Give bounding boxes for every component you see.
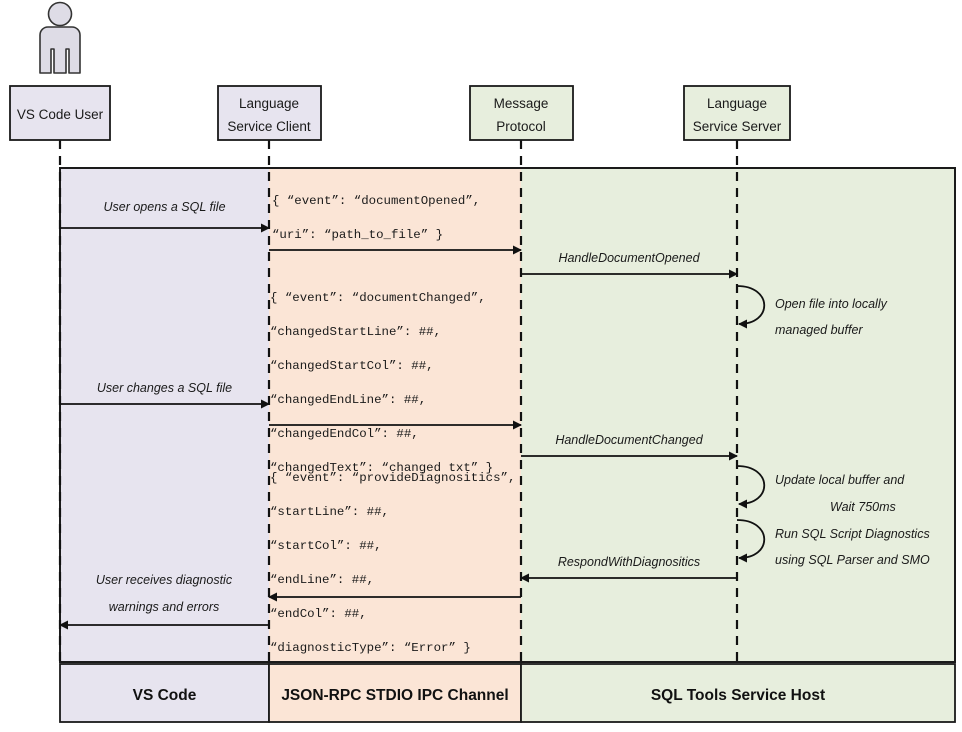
- json-document-opened-line-1: { “event”: “documentOpened”,: [272, 194, 480, 208]
- user-receives-diagnostics-label-line-1: User receives diagnostic: [96, 573, 233, 587]
- self-call-run-diagnostics-label-2: using SQL Parser and SMO: [775, 553, 930, 567]
- footer-ipc: JSON-RPC STDIO IPC Channel: [268, 663, 522, 723]
- self-call-update-buffer-label-2: Wait 750ms: [830, 500, 896, 514]
- message-user-changes-sql-file: User changes a SQL file: [60, 381, 270, 409]
- message-respond-with-diagnostics: RespondWithDiagnositics: [520, 555, 737, 583]
- json-document-opened-line-2: “uri”: “path_to_file” }: [272, 228, 443, 242]
- json-document-changed-line-6: “changedText”: “changed txt” }: [270, 461, 493, 475]
- lane-bands: [59, 167, 956, 663]
- participant-vscode-user[interactable]: VS Code User: [9, 85, 111, 141]
- footer-ipc-cell: [268, 663, 522, 723]
- json-document-changed-line-5: “changedEndCol”: ##,: [270, 427, 419, 441]
- json-provide-diagnostics-line-5: “endCol”: ##,: [270, 607, 367, 621]
- participant-label-language-server-1: Language: [707, 96, 767, 111]
- json-document-changed: { “event”: “documentChanged”, “changedSt…: [270, 291, 493, 475]
- json-provide-diagnostics-line-4: “endLine”: ##,: [270, 573, 374, 587]
- footer-host-label: SQL Tools Service Host: [651, 687, 825, 704]
- footer-vscode-label: VS Code: [133, 687, 197, 704]
- participant-label-message-protocol-1: Message: [494, 96, 549, 111]
- json-document-changed-line-4: “changedEndLine”: ##,: [270, 393, 426, 407]
- json-payload-blocks: { “event”: “documentOpened”, “uri”: “pat…: [270, 194, 515, 655]
- message-handle-document-opened: HandleDocumentOpened: [521, 251, 738, 279]
- message-label-user-opens-sql-file: User opens a SQL file: [103, 200, 225, 214]
- json-provide-diagnostics-line-1: { “event”: “provideDiagnositics”,: [270, 471, 515, 485]
- self-call-update-buffer-loop: [736, 465, 766, 509]
- footer-ipc-label: JSON-RPC STDIO IPC Channel: [281, 687, 508, 704]
- self-call-run-diagnostics-loop: [736, 519, 766, 563]
- actor-figure: [39, 1, 81, 74]
- footer-vscode: VS Code: [59, 663, 270, 723]
- footer-vscode-cell: [59, 663, 270, 723]
- participant-label-message-protocol-2: Protocol: [496, 119, 546, 134]
- message-label-handle-document-opened: HandleDocumentOpened: [558, 251, 700, 265]
- json-provide-diagnostics-line-3: “startCol”: ##,: [270, 539, 382, 553]
- message-user-opens-sql-file: User opens a SQL file: [60, 200, 270, 233]
- participant-label-language-client-2: Service Client: [227, 119, 311, 134]
- message-label-respond-with-diagnostics: RespondWithDiagnositics: [558, 555, 700, 569]
- participant-box-language-client[interactable]: [217, 85, 322, 141]
- self-call-run-diagnostics: Run SQL Script Diagnostics using SQL Pars…: [736, 519, 930, 567]
- json-document-changed-line-1: { “event”: “documentChanged”,: [270, 291, 486, 305]
- json-provide-diagnostics-line-6: “diagnosticType”: “Error” }: [270, 641, 471, 655]
- self-calls: Open file into locally managed bufferUpda…: [736, 285, 930, 567]
- footer-host-cell: [520, 663, 956, 723]
- participant-label-language-client-1: Language: [239, 96, 299, 111]
- footer-host: SQL Tools Service Host: [520, 663, 956, 723]
- message-label-handle-document-changed: HandleDocumentChanged: [555, 433, 703, 447]
- self-call-run-diagnostics-label-1: Run SQL Script Diagnostics: [775, 527, 930, 541]
- self-call-open-file-label-2: managed buffer: [775, 323, 863, 337]
- message-label-user-changes-sql-file: User changes a SQL file: [97, 381, 232, 395]
- participant-label-vscode-user: VS Code User: [17, 107, 104, 122]
- json-document-changed-line-3: “changedStartCol”: ##,: [270, 359, 434, 373]
- messages: User opens a SQL fileHandleDocumentOpene…: [59, 200, 738, 630]
- band-ipc: [269, 168, 521, 662]
- json-provide-diagnostics: { “event”: “provideDiagnositics”, “start…: [270, 471, 515, 655]
- participant-box-message-protocol[interactable]: [469, 85, 574, 141]
- message-handle-document-changed: HandleDocumentChanged: [521, 433, 738, 461]
- json-provide-diagnostics-line-2: “startLine”: ##,: [270, 505, 389, 519]
- self-call-open-file-label-1: Open file into locally: [775, 297, 888, 311]
- participant-box-language-server[interactable]: [683, 85, 791, 141]
- footer-bar: VS Code JSON-RPC STDIO IPC Channel SQL Too…: [59, 663, 956, 723]
- self-call-update-buffer-label-1: Update local buffer and: [775, 473, 905, 487]
- participant-box-vscode-user[interactable]: [9, 85, 111, 141]
- participant-label-language-server-2: Service Server: [693, 119, 782, 134]
- json-document-changed-line-2: “changedStartLine”: ##,: [270, 325, 441, 339]
- self-call-open-file-loop: [736, 285, 766, 329]
- json-document-opened: { “event”: “documentOpened”, “uri”: “pat…: [272, 194, 480, 242]
- self-call-open-file: Open file into locally managed buffer: [736, 285, 888, 337]
- user-receives-diagnostics-label-line-2: warnings and errors: [109, 600, 219, 614]
- band-vscode: [60, 168, 269, 662]
